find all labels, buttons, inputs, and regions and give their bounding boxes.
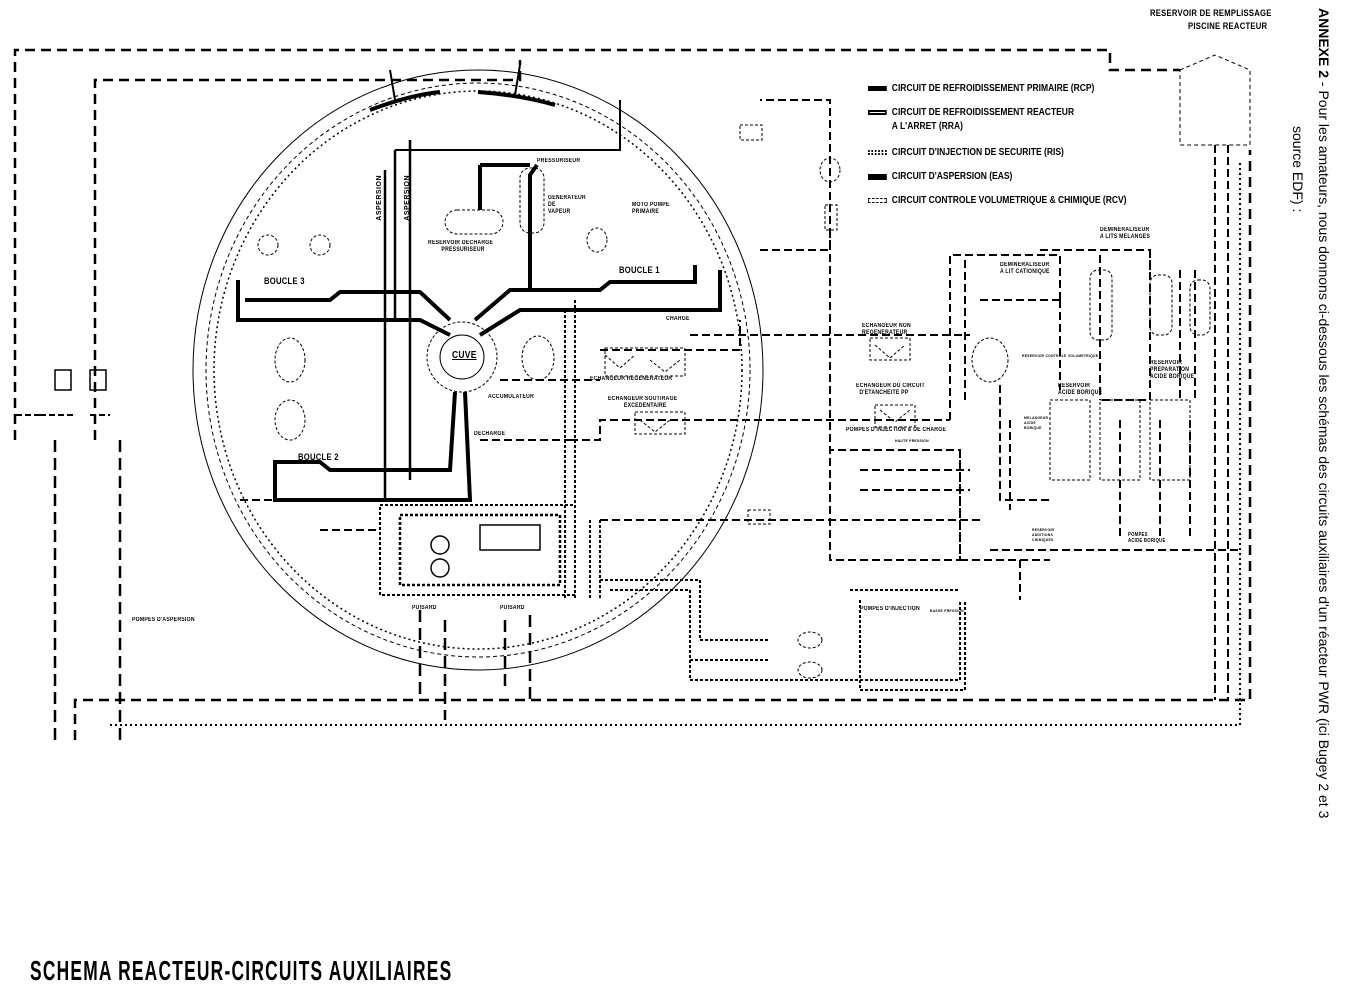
reservoir-piscine bbox=[1179, 54, 1251, 146]
label-basse-pression: BASSE PRESSION bbox=[930, 608, 964, 613]
label-pressuriseur: PRESSURISEUR bbox=[537, 158, 581, 164]
label-aspersion-2: ASPERSION bbox=[404, 175, 411, 221]
label-boucle-2: BOUCLE 2 bbox=[298, 452, 339, 462]
legend-swatch-solid-end bbox=[868, 174, 887, 180]
legend-swatch-solid bbox=[868, 86, 887, 91]
legend-item-eas: CIRCUIT D'ASPERSION (EAS) bbox=[868, 170, 1012, 184]
pressuriseur-vessel bbox=[519, 167, 545, 234]
annex-caption-line1: ANNEXE 2 - Pour les amateurs, nous donno… bbox=[1316, 8, 1332, 818]
legend-swatch-dotted bbox=[868, 150, 887, 155]
label-echangeur-soutirage: ECHANGEUR SOUTIRAGE EXCEDENTAIRE bbox=[608, 396, 678, 409]
label-reservoir-decharge: RESERVOIR DECHARGE PRESSURISEUR bbox=[428, 240, 494, 253]
containment-outer bbox=[192, 69, 764, 671]
label-reservoir-controle: RESERVOIR CONTROLE VOLUMETRIQUE bbox=[1022, 353, 1099, 358]
legend-swatch-hollow bbox=[868, 110, 887, 115]
label-boucle-1: BOUCLE 1 bbox=[619, 265, 660, 275]
label-pompes-injection-bp: POMPES D'INJECTION bbox=[860, 606, 920, 612]
label-boucle-3: BOUCLE 3 bbox=[264, 276, 305, 286]
exchangers bbox=[604, 124, 1211, 679]
label-echangeur-etancheite: ECHANGEUR DU CIRCUIT D'ETANCHEITE PP bbox=[856, 383, 925, 396]
spray-header bbox=[369, 90, 556, 112]
label-pompes-injection-charge: POMPES D'INJECTION & DE CHARGE bbox=[846, 427, 947, 433]
cuve-vessel bbox=[426, 321, 498, 393]
legend-swatch-dashed bbox=[868, 198, 887, 203]
legend-item-ris: CIRCUIT D'INJECTION DE SECURITE (RIS) bbox=[868, 146, 1064, 160]
label-puisard-2: PUISARD bbox=[500, 605, 525, 611]
outer-loop bbox=[13, 48, 1180, 440]
legend-label: CIRCUIT D'INJECTION DE SECURITE (RIS) bbox=[891, 147, 1064, 158]
label-aspersion-1: ASPERSION bbox=[376, 175, 383, 221]
annex-caption-line2: source EDF) : bbox=[1290, 126, 1306, 213]
label-haute-pression: HAUTE PRESSION bbox=[895, 438, 929, 443]
diagram-title: SCHEMA REACTEUR-CIRCUITS AUXILIAIRES bbox=[30, 955, 453, 986]
legend-label: CIRCUIT DE REFROIDISSEMENT PRIMAIRE (RCP… bbox=[891, 83, 1095, 94]
label-echangeur-regenerateur: ECHANGEUR REGENERATEUR bbox=[590, 376, 673, 382]
label-reservoir-piscine-2: PISCINE REACTEUR bbox=[1188, 21, 1268, 31]
accumulateur-vessel bbox=[521, 335, 555, 381]
label-accumulateur: ACCUMULATEUR bbox=[488, 394, 535, 400]
label-cuve: CUVE bbox=[452, 350, 477, 361]
rcv-circuit bbox=[240, 99, 1240, 600]
primary-circuit bbox=[236, 100, 722, 502]
legend-item-rcv: CIRCUIT CONTROLE VOLUMETRIQUE & CHIMIQUE… bbox=[868, 194, 1126, 208]
legend-label: CIRCUIT CONTROLE VOLUMETRIQUE & CHIMIQUE… bbox=[891, 195, 1127, 206]
label-puisard-1: PUISARD bbox=[412, 605, 437, 611]
annex-heading: ANNEXE 2 bbox=[1316, 8, 1332, 79]
containment-inner bbox=[205, 82, 751, 658]
label-pompes-aspersion: POMPES D'ASPERSION bbox=[132, 617, 195, 623]
label-charge: CHARGE bbox=[666, 316, 690, 322]
label-decharge: DECHARGE bbox=[474, 431, 506, 437]
reservoir-decharge-vessel bbox=[444, 209, 504, 235]
label-reservoir-piscine: RESERVOIR DE REMPLISSAGE bbox=[1150, 8, 1272, 18]
legend-item-rcp: CIRCUIT DE REFROIDISSEMENT PRIMAIRE (RCP… bbox=[868, 82, 1094, 96]
legend-label: CIRCUIT D'ASPERSION (EAS) bbox=[891, 171, 1013, 182]
annex-text: - Pour les amateurs, nous donnons ci-des… bbox=[1316, 78, 1332, 819]
